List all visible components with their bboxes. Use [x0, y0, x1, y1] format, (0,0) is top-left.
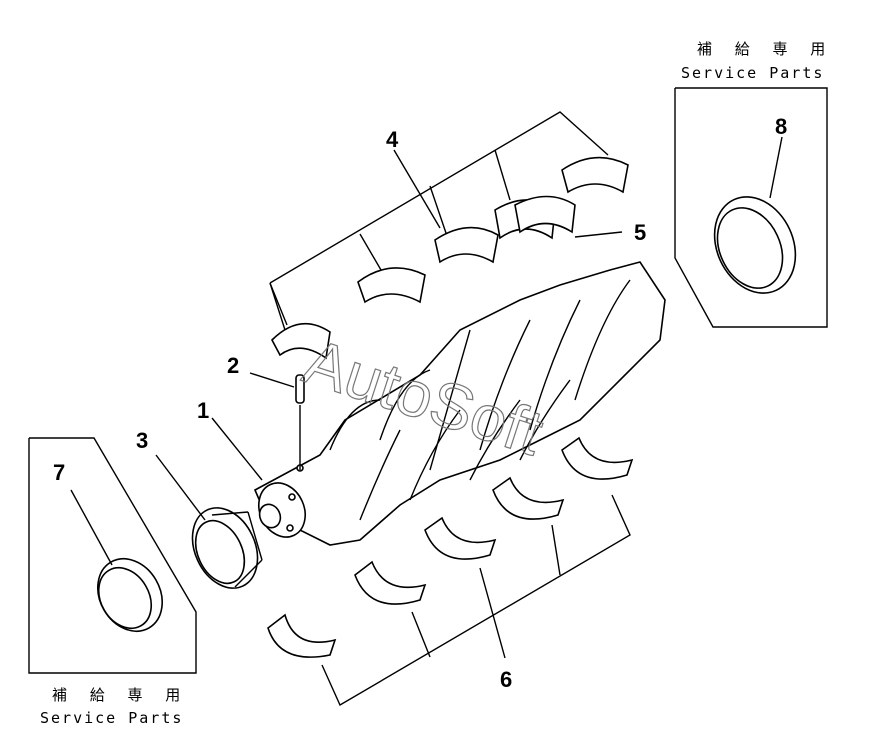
lower-bearing-shells — [267, 436, 634, 658]
callout-2: 2 — [227, 353, 239, 378]
service-parts-label-left: Service Parts — [40, 709, 183, 727]
service-parts-jp-right: 補 給 専 用 — [697, 40, 834, 58]
callout-8: 8 — [775, 114, 787, 139]
callout-7: 7 — [53, 460, 65, 485]
dowel-pin — [295, 374, 305, 470]
callout-4: 4 — [386, 127, 399, 152]
service-parts-box-right: 補 給 専 用 Service Parts — [674, 40, 834, 328]
upper-bearing-shells — [271, 156, 629, 360]
service-parts-label-right: Service Parts — [681, 64, 824, 82]
callout-3: 3 — [136, 428, 148, 453]
service-parts-box-left: 補 給 専 用 Service Parts — [28, 437, 197, 727]
callout-1: 1 — [197, 398, 209, 423]
callout-5: 5 — [634, 220, 646, 245]
crank-gear — [191, 507, 263, 589]
bracket-4 — [269, 111, 609, 326]
crankshaft — [253, 261, 666, 546]
callout-6: 6 — [500, 667, 512, 692]
bushing-7 — [97, 558, 163, 632]
bracket-6 — [321, 494, 631, 706]
bushing-8 — [713, 196, 797, 294]
service-parts-jp-left: 補 給 専 用 — [52, 686, 189, 704]
